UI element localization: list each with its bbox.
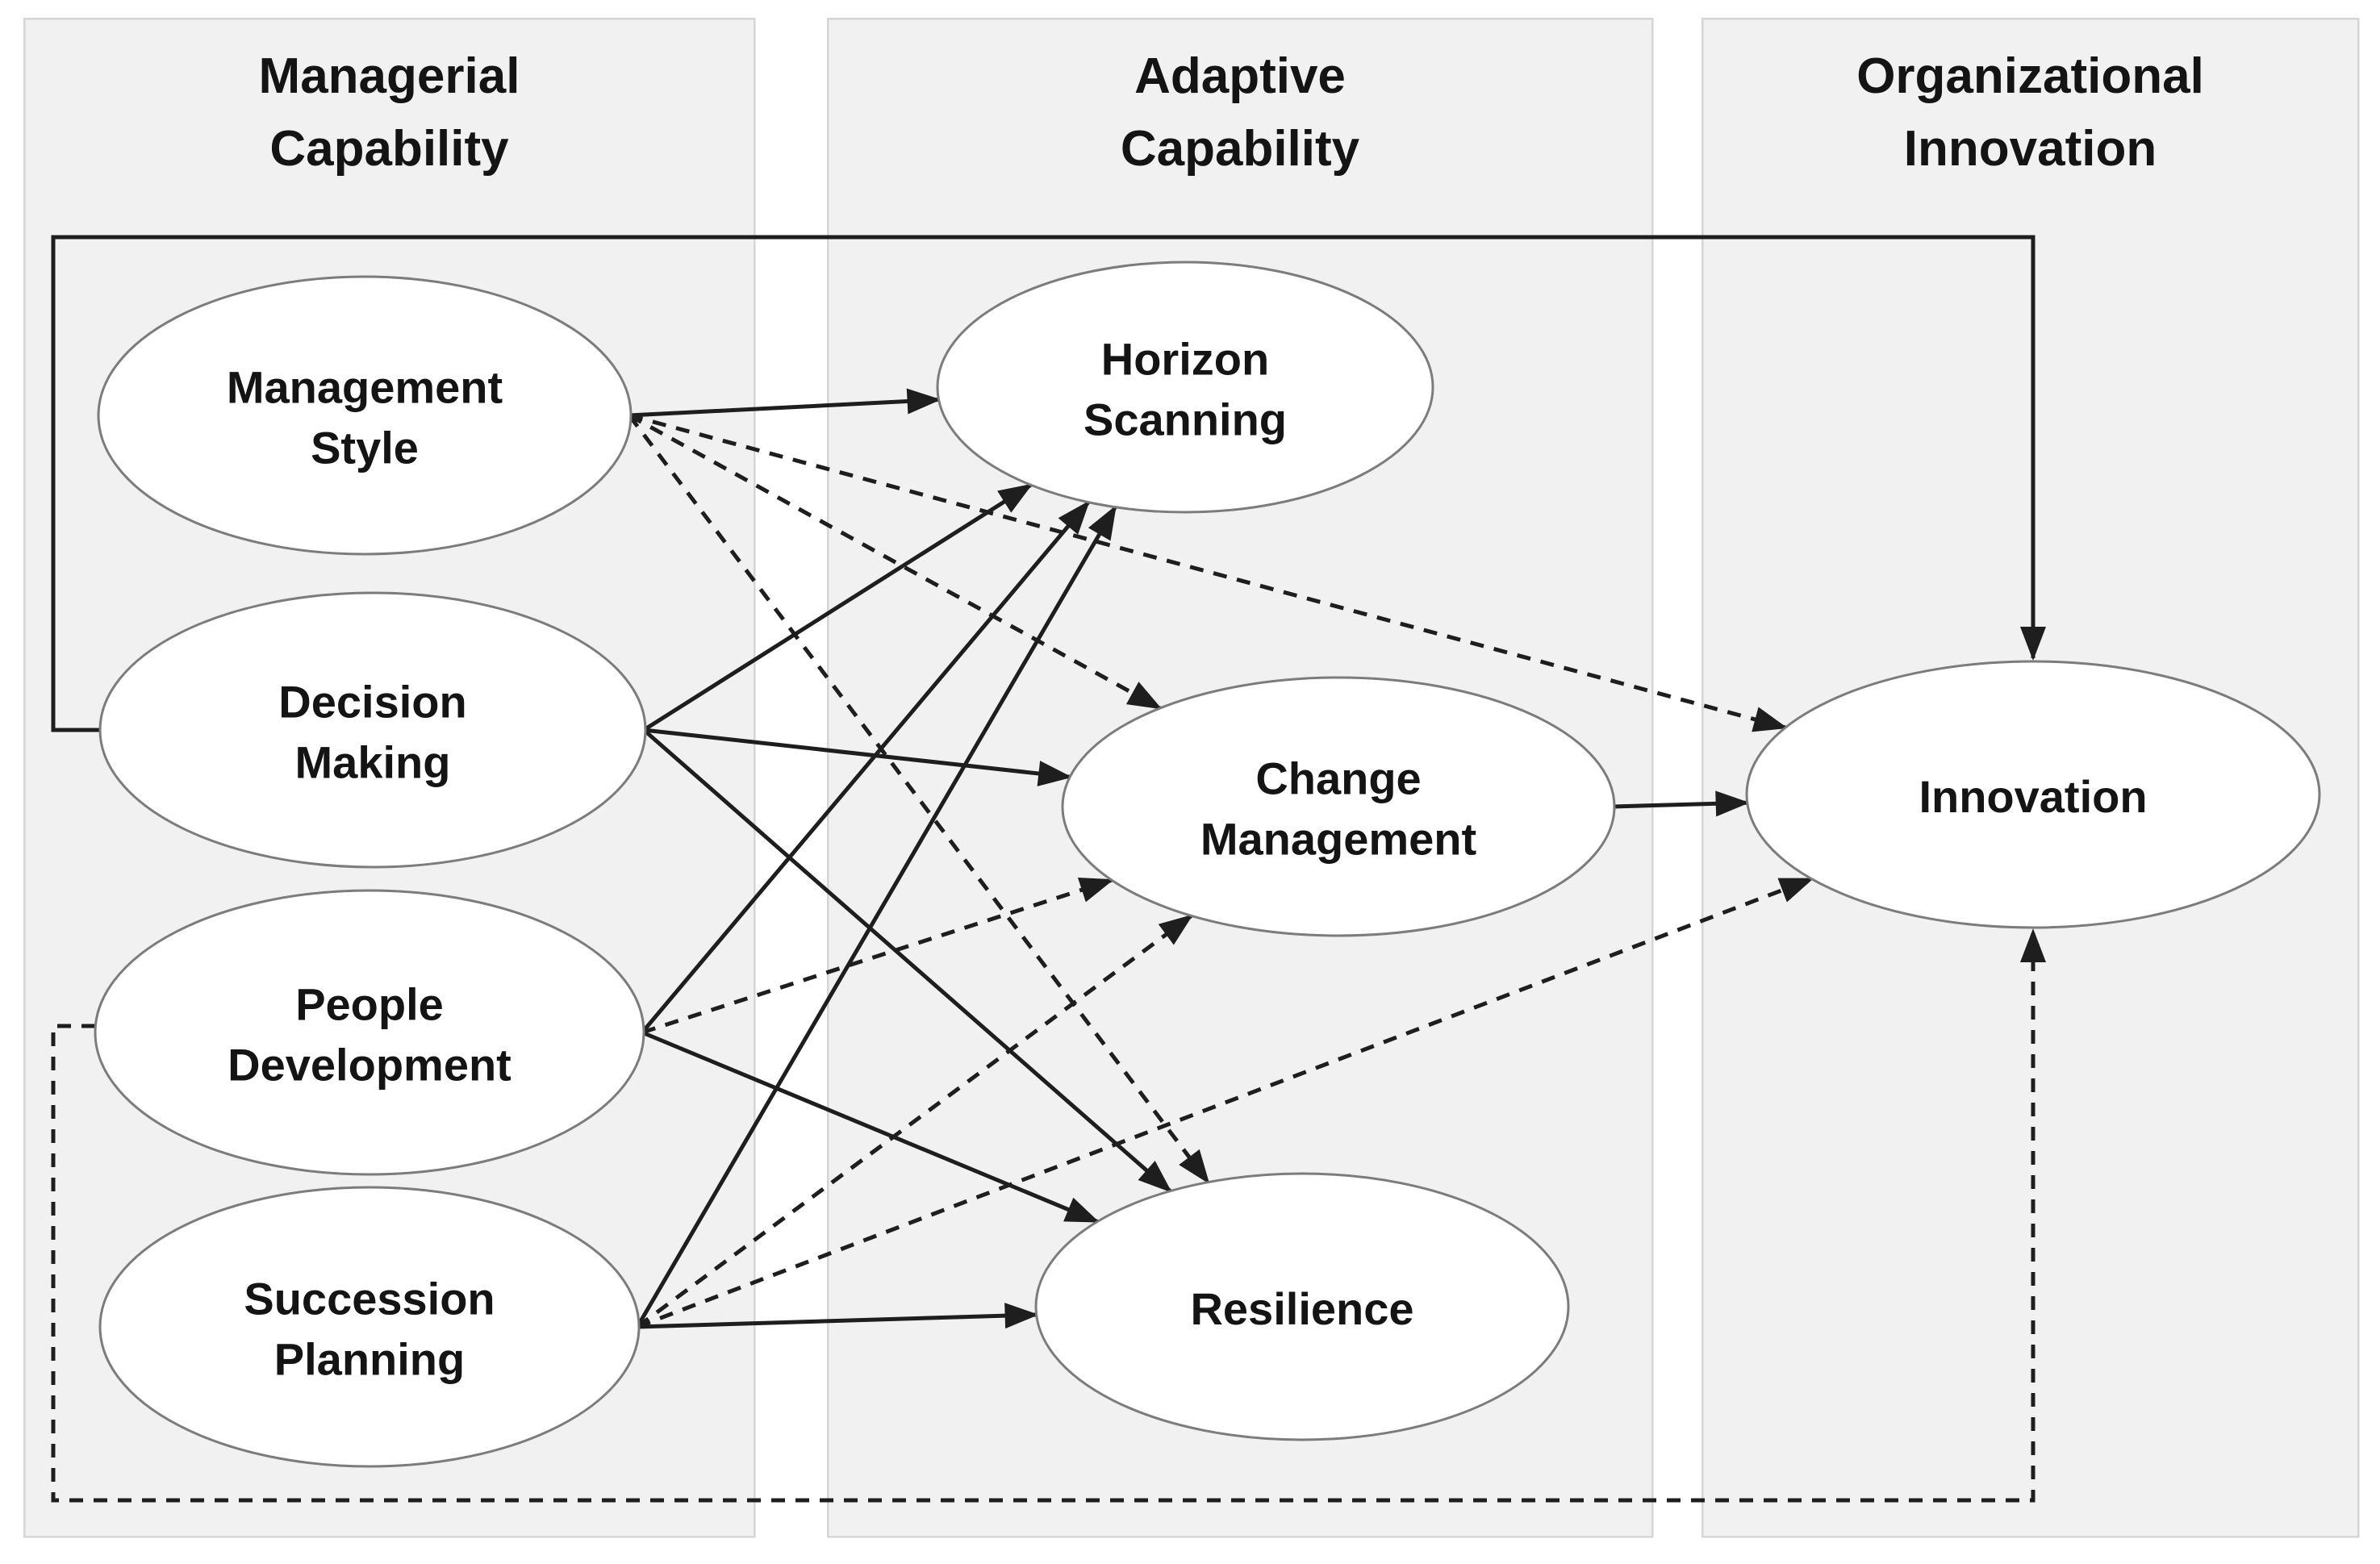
- node-label-decision-making-line2: Making: [295, 737, 451, 788]
- node-shape-decision-making: [98, 591, 647, 869]
- panel-title-managerial-capability-line2: Capability: [269, 121, 509, 177]
- node-innovation: Innovation: [1745, 660, 2321, 929]
- edge-people-development-resilience-solid: [641, 1030, 1100, 1224]
- node-shape-resilience: [1034, 1172, 1570, 1441]
- node-label-succession-planning-line2: Planning: [274, 1334, 465, 1385]
- edge-succession-planning-change-management-dashed: [636, 914, 1194, 1329]
- panel-title-adaptive-capability-line2: Capability: [1121, 121, 1360, 177]
- panel-title-organizational-innovation-line1: Organizational: [1856, 48, 2204, 104]
- edge-succession-planning-horizon-scanning-solid: [635, 505, 1117, 1328]
- edge-decision-making-change-management-solid: [643, 728, 1073, 786]
- node-label-horizon-scanning-line1: Horizon: [1101, 334, 1269, 385]
- node-label-people-development-line2: Development: [228, 1040, 511, 1091]
- edge-people-development-change-management-dashed: [641, 877, 1114, 1035]
- node-shape-horizon-scanning: [936, 261, 1434, 514]
- edges-layer: [51, 235, 2046, 1503]
- node-label-succession-planning-line1: Succession: [244, 1274, 495, 1324]
- node-shape-succession-planning: [98, 1186, 641, 1468]
- node-label-people-development-line1: People: [295, 979, 444, 1030]
- panel-title-organizational-innovation-line2: Innovation: [1904, 121, 2157, 177]
- node-label-change-management-line1: Change: [1255, 753, 1421, 804]
- edge-management-style-horizon-scanning-solid: [628, 388, 942, 418]
- node-label-change-management-line2: Management: [1200, 814, 1476, 865]
- panel-title-adaptive-capability-line1: Adaptive: [1134, 48, 1346, 104]
- edge-decision-making-resilience-solid: [642, 728, 1172, 1193]
- node-shape-management-style: [97, 275, 633, 556]
- edge-people-development-horizon-scanning-solid: [641, 500, 1090, 1034]
- nodes-layer: ManagementStyleDecisionMakingPeopleDevel…: [94, 261, 2321, 1468]
- node-label-decision-making-line1: Decision: [278, 677, 466, 728]
- edge-decision-making-horizon-scanning-solid: [642, 483, 1033, 732]
- node-label-resilience-line1: Resilience: [1190, 1283, 1413, 1334]
- node-shape-innovation: [1745, 660, 2321, 929]
- node-label-horizon-scanning-line2: Scanning: [1084, 394, 1287, 445]
- edge-change-management-innovation-solid: [1612, 790, 1750, 817]
- edge-management-style-innovation-dashed: [628, 413, 1788, 732]
- edge-decision-making-innovation-solid: [51, 235, 2046, 732]
- edge-management-style-change-management-dashed: [628, 413, 1163, 711]
- edge-succession-planning-resilience-solid: [637, 1303, 1039, 1329]
- panel-title-managerial-capability-line1: Managerial: [259, 48, 520, 104]
- edge-management-style-resilience-dashed: [628, 414, 1210, 1185]
- node-label-innovation-line1: Innovation: [1919, 771, 2147, 822]
- node-label-management-style-line1: Management: [227, 362, 503, 413]
- node-shape-change-management: [1061, 676, 1616, 937]
- node-label-management-style-line2: Style: [311, 423, 419, 473]
- node-shape-people-development: [94, 889, 645, 1176]
- edge-succession-planning-innovation-dashed: [637, 877, 1814, 1329]
- edge-people-development-innovation-dashed: [51, 928, 2046, 1503]
- node-resilience: Resilience: [1034, 1172, 1570, 1441]
